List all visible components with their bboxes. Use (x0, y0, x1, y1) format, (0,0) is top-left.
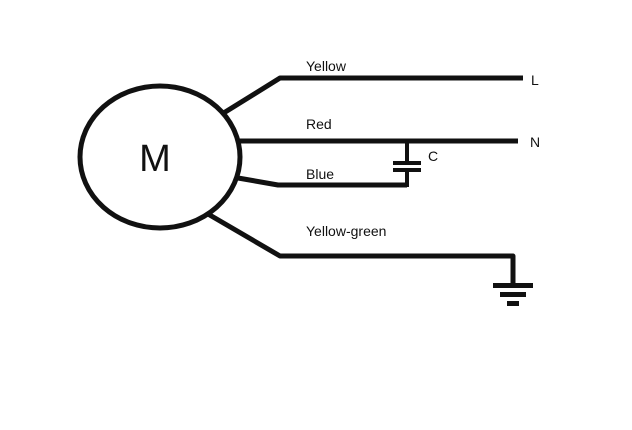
label-yellow-green: Yellow-green (306, 223, 386, 239)
motor-symbol-label: M (139, 138, 171, 180)
terminal-l-label: L (531, 72, 539, 88)
ground-symbol (493, 283, 533, 306)
label-blue: Blue (306, 166, 334, 182)
capacitor-symbol (393, 141, 421, 187)
motor-circle (77, 83, 243, 231)
wire-yellow-green (206, 211, 516, 286)
wire-yellow (220, 75, 523, 117)
capacitor-label: C (428, 148, 438, 164)
wire-blue (237, 175, 407, 188)
terminal-n-label: N (530, 134, 540, 150)
motor: M (77, 83, 243, 231)
label-red: Red (306, 116, 332, 132)
label-yellow: Yellow (306, 58, 347, 74)
